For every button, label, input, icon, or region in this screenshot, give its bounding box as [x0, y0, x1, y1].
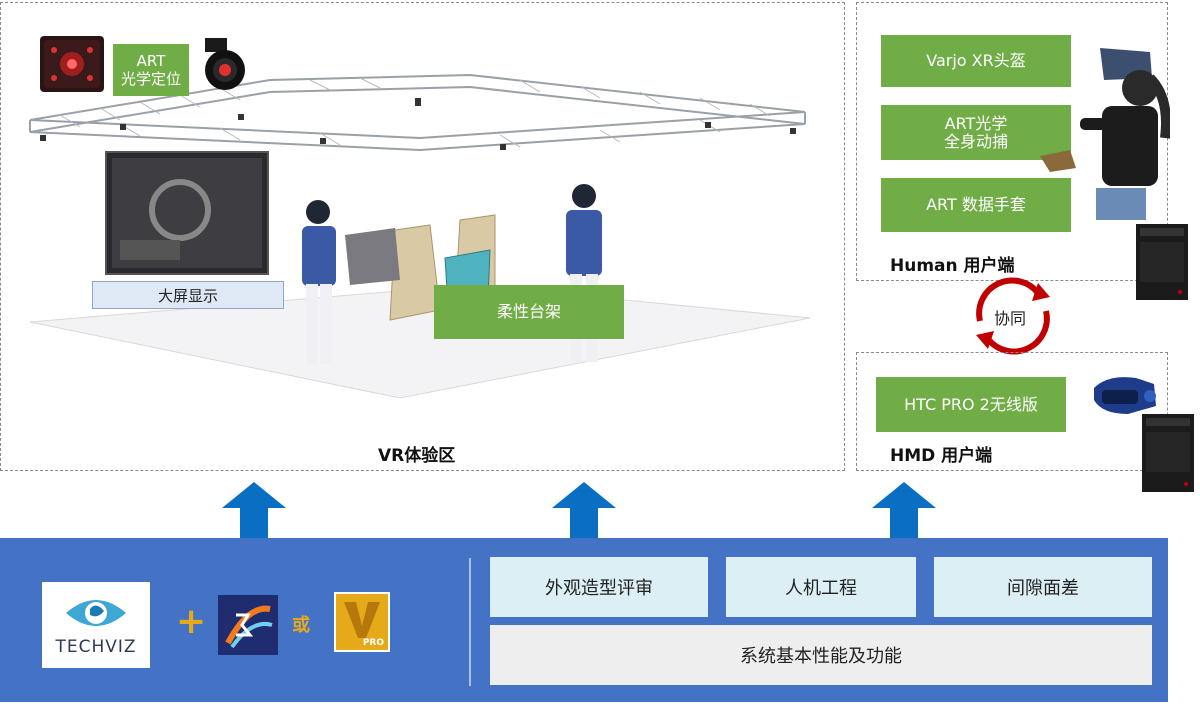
techviz-text: TECHVIZ [55, 637, 137, 657]
or-label: 或 [292, 615, 310, 636]
varjo-headset-label: Varjo XR头盔 [881, 35, 1071, 87]
feature-system-basics: 系统基本性能及功能 [490, 625, 1152, 685]
tracking-cameras [40, 98, 796, 150]
techviz-eye-icon [66, 600, 126, 626]
human-client-title: Human 用户端 [890, 256, 1015, 276]
vr-zone-title: VR体验区 [378, 446, 456, 466]
feature-exterior-review: 外观造型评审 [490, 557, 708, 617]
up-arrow-2 [552, 482, 616, 538]
flex-rig-label: 柔性台架 [434, 285, 624, 339]
person-left [302, 200, 336, 364]
htc-headset-icon [1094, 377, 1156, 414]
3ds-logo [218, 595, 278, 655]
sync-cycle-icon [976, 277, 1050, 355]
plus-symbol: + [176, 601, 207, 642]
techviz-logo: TECHVIZ [42, 582, 150, 668]
art-tracking-label: ART 光学定位 [113, 44, 189, 96]
big-screen [105, 151, 269, 275]
mocap-person-icon [1040, 48, 1170, 220]
workstation-tower-icon [1136, 224, 1188, 300]
workstation-tower-icon-2 [1142, 414, 1194, 492]
big-screen-label: 大屏显示 [92, 281, 284, 309]
vred-pro-badge: PRO [362, 638, 384, 648]
truss-frame [29, 73, 806, 152]
up-arrow-1 [222, 482, 286, 538]
truss-braces [59, 77, 771, 148]
art-camera-icon [40, 36, 104, 92]
hmd-client-title: HMD 用户端 [890, 446, 993, 466]
hmd-client-frame [856, 352, 1168, 471]
art-glove-label: ART 数据手套 [881, 178, 1071, 232]
up-arrow-3 [872, 482, 936, 538]
htc-headset-label: HTC PRO 2无线版 [876, 377, 1066, 432]
art-sensor-icon [191, 30, 259, 98]
feature-gap-flush: 间隙面差 [934, 557, 1152, 617]
bar-divider [469, 558, 471, 686]
art-mocap-label: ART光学 全身动捕 [881, 105, 1071, 160]
vr-zone-frame [0, 2, 845, 471]
feature-ergonomics: 人机工程 [726, 557, 916, 617]
sync-label: 协同 [994, 309, 1027, 328]
vred-logo: PRO [334, 592, 390, 652]
